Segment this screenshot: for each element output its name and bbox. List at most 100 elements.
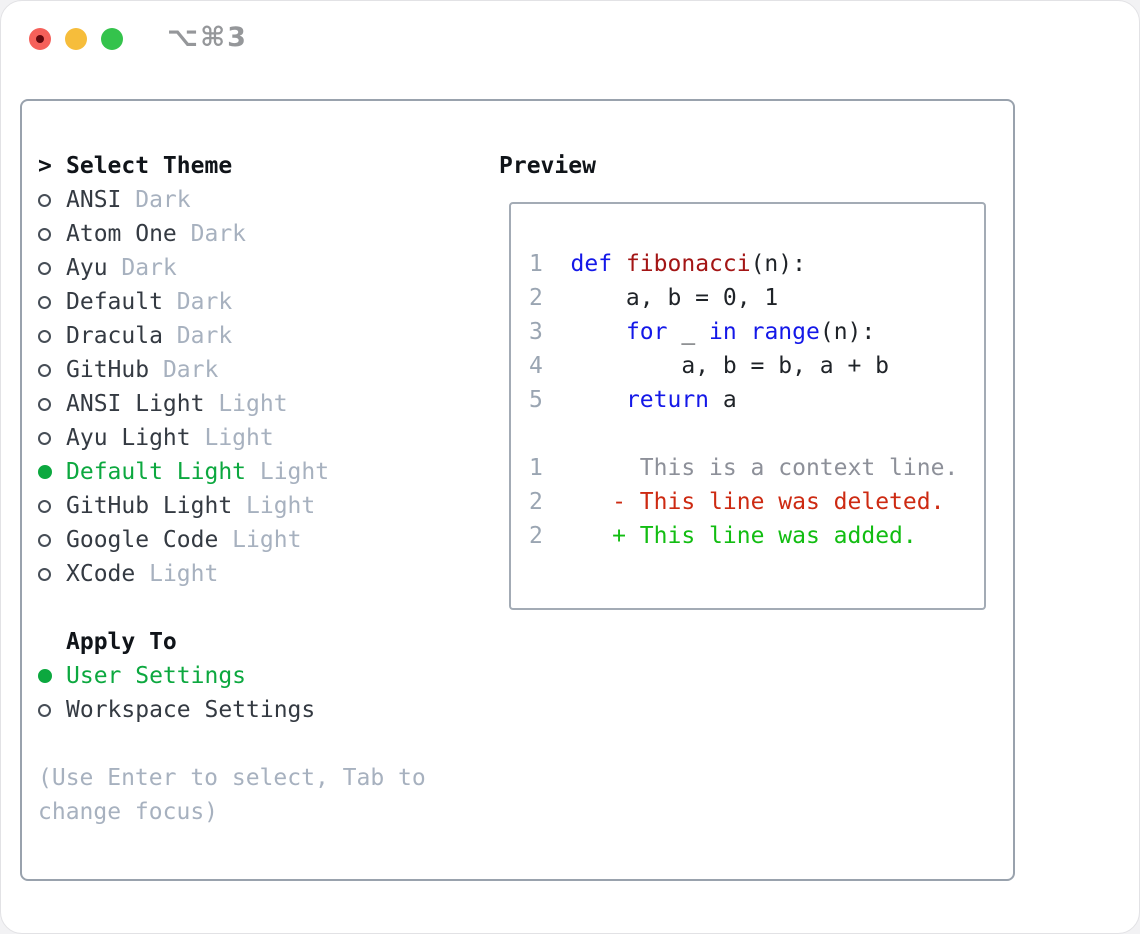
theme-option-ansi[interactable]: ANSI Dark bbox=[38, 183, 426, 217]
theme-option-dracula[interactable]: Dracula Dark bbox=[38, 319, 426, 353]
line-number: 2 bbox=[529, 523, 613, 549]
select-theme-title: Select Theme bbox=[66, 153, 233, 179]
traffic-light-close-button[interactable] bbox=[29, 28, 51, 50]
apply-option-workspace-settings[interactable]: Workspace Settings bbox=[38, 693, 426, 727]
option-label: ANSI bbox=[66, 187, 122, 213]
option-variant-label: Dark bbox=[162, 289, 233, 315]
theme-option-ansi-light[interactable]: ANSI Light Light bbox=[38, 387, 426, 421]
token-plain bbox=[571, 319, 626, 345]
option-variant-label: Light bbox=[135, 561, 219, 587]
theme-option-atom-one[interactable]: Atom One Dark bbox=[38, 217, 426, 251]
option-variant-label: Light bbox=[204, 391, 288, 417]
code-line-2: 3 for _ in range(n): bbox=[529, 315, 958, 349]
hint-line-2: change focus) bbox=[38, 799, 219, 825]
token-keyword: def bbox=[570, 251, 613, 277]
radio-unselected-icon bbox=[38, 329, 51, 343]
line-number: 1 bbox=[529, 455, 640, 481]
option-variant-label: Dark bbox=[176, 221, 247, 247]
code-line-7: 2 - This line was deleted. bbox=[529, 485, 958, 519]
token-keyword: for bbox=[625, 319, 668, 345]
theme-option-xcode[interactable]: XCode Light bbox=[38, 557, 426, 591]
token-plain: a, b = 0, 1 bbox=[570, 285, 779, 311]
line-number: 1 bbox=[529, 251, 571, 277]
option-label: XCode bbox=[66, 561, 136, 587]
option-variant-label: Dark bbox=[121, 187, 191, 213]
token-plain: (n): bbox=[750, 251, 806, 277]
token-added: + This line was added. bbox=[612, 523, 917, 549]
option-variant-label: Light bbox=[232, 493, 316, 519]
radio-unselected-icon bbox=[38, 397, 51, 411]
token-plain bbox=[612, 251, 626, 277]
line-number: 3 bbox=[529, 319, 571, 345]
radio-unselected-icon bbox=[38, 431, 51, 445]
option-label: Ayu bbox=[66, 255, 108, 281]
theme-option-google-code[interactable]: Google Code Light bbox=[38, 523, 426, 557]
radio-unselected-icon bbox=[38, 533, 51, 547]
line-number: 4 bbox=[529, 353, 571, 379]
token-keyword: in bbox=[709, 319, 737, 345]
token-plain bbox=[737, 319, 751, 345]
theme-option-github-light[interactable]: GitHub Light Light bbox=[38, 489, 426, 523]
option-label: Default bbox=[66, 289, 163, 315]
token-plain: a bbox=[709, 387, 737, 413]
traffic-light-minimize-button[interactable] bbox=[65, 28, 87, 50]
code-line-4: 5 return a bbox=[529, 383, 958, 417]
option-variant-label: Light bbox=[190, 425, 274, 451]
option-label: Dracula bbox=[66, 323, 163, 349]
section-gap bbox=[38, 591, 426, 625]
apply-to-title: Apply To bbox=[66, 629, 177, 655]
preview-header: Preview bbox=[499, 153, 596, 179]
token-deleted: - This line was deleted. bbox=[612, 489, 945, 515]
code-line-0: 1 def fibonacci(n): bbox=[529, 247, 958, 281]
option-variant-label: Light bbox=[218, 527, 302, 553]
token-function: fibonacci bbox=[625, 251, 751, 277]
radio-selected-icon bbox=[38, 465, 52, 479]
apply-option-user-settings[interactable]: User Settings bbox=[38, 659, 426, 693]
radio-unselected-icon bbox=[38, 499, 51, 513]
window-title: ⌥⌘3 bbox=[167, 22, 248, 53]
token-plain: (n): bbox=[819, 319, 876, 345]
token-plain: a, b = b, a + b bbox=[570, 353, 890, 379]
traffic-light-zoom-button[interactable] bbox=[101, 28, 123, 50]
option-label: GitHub bbox=[66, 357, 150, 383]
option-label: User Settings bbox=[66, 663, 247, 689]
option-label: GitHub Light bbox=[66, 493, 233, 519]
select-theme-header: > Select Theme bbox=[38, 149, 426, 183]
token-keyword: range bbox=[750, 319, 820, 345]
radio-unselected-icon bbox=[38, 363, 51, 377]
theme-option-ayu[interactable]: Ayu Dark bbox=[38, 251, 426, 285]
theme-option-ayu-light[interactable]: Ayu Light Light bbox=[38, 421, 426, 455]
code-line-8: 2 + This line was added. bbox=[529, 519, 958, 553]
hint-line-1: (Use Enter to select, Tab to bbox=[38, 765, 426, 791]
option-variant-label: Dark bbox=[107, 255, 177, 281]
radio-unselected-icon bbox=[38, 567, 51, 581]
code-line-3: 4 a, b = b, a + b bbox=[529, 349, 958, 383]
option-variant-label: Dark bbox=[149, 357, 219, 383]
option-label: Workspace Settings bbox=[66, 697, 316, 723]
option-label: Atom One bbox=[66, 221, 177, 247]
theme-option-github[interactable]: GitHub Dark bbox=[38, 353, 426, 387]
token-plain: _ bbox=[667, 319, 710, 345]
radio-unselected-icon bbox=[38, 295, 51, 309]
token-keyword: return bbox=[625, 387, 710, 413]
option-label: ANSI Light bbox=[66, 391, 205, 417]
code-blank-line bbox=[529, 417, 958, 451]
hint-text: (Use Enter to select, Tab to change focu… bbox=[38, 761, 426, 829]
line-number: 2 bbox=[529, 285, 571, 311]
radio-unselected-icon bbox=[38, 703, 51, 717]
section-gap bbox=[38, 727, 426, 761]
token-plain bbox=[571, 387, 626, 413]
token-context: This is a context line. bbox=[639, 455, 959, 481]
theme-option-default-light[interactable]: Default Light Light bbox=[38, 455, 426, 489]
radio-unselected-icon bbox=[38, 227, 51, 241]
theme-option-default[interactable]: Default Dark bbox=[38, 285, 426, 319]
option-variant-label: Light bbox=[246, 459, 330, 485]
line-number: 2 bbox=[529, 489, 613, 515]
